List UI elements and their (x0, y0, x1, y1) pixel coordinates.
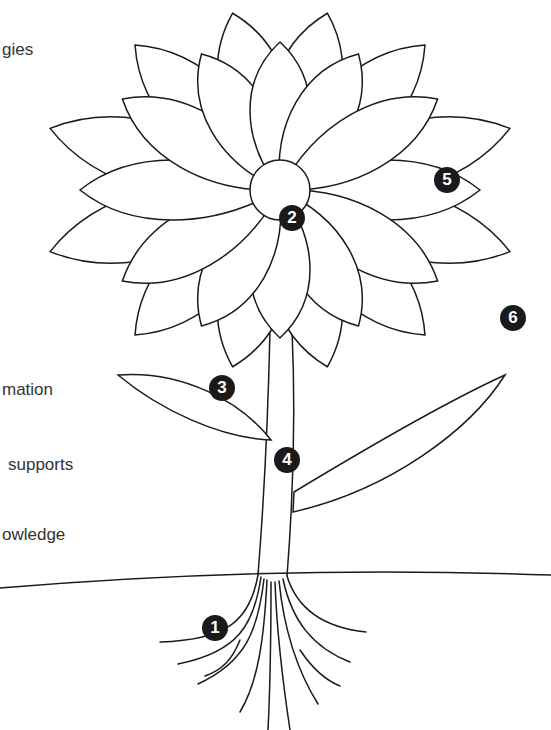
callout-number: 6 (500, 305, 526, 331)
caption-fragment: supports (8, 455, 73, 475)
caption-fragment: mation (2, 380, 53, 400)
left-leaf (118, 374, 271, 440)
callout-number: 4 (274, 447, 300, 473)
right-leaf (293, 375, 505, 512)
caption-fragment: gies (2, 40, 33, 60)
caption-fragment: owledge (2, 525, 65, 545)
callout-number: 1 (202, 615, 228, 641)
callout-number: 5 (434, 167, 460, 193)
flower-head (41, 5, 518, 376)
callout-number: 2 (279, 205, 305, 231)
callout-number: 3 (209, 375, 235, 401)
ground-and-roots (0, 572, 551, 730)
